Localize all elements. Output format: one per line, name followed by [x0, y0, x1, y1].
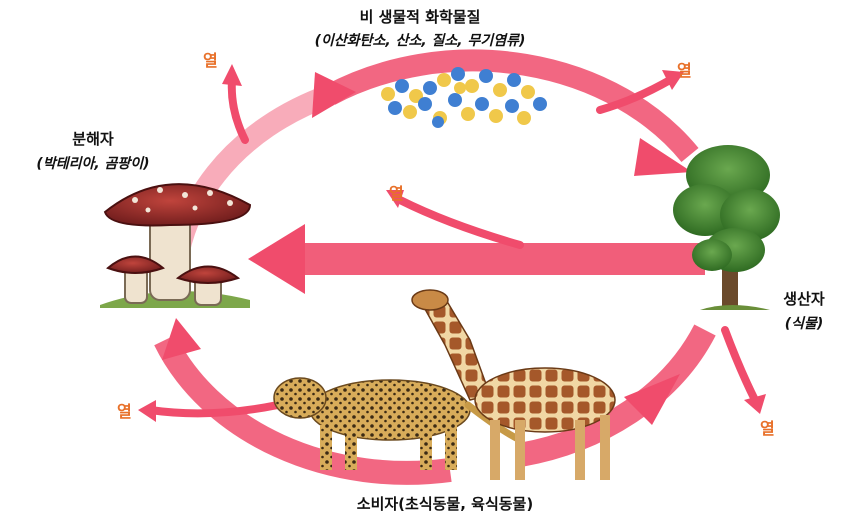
producer-title: 생산자	[783, 290, 824, 308]
consumer-label: 소비자(초식동물, 육식동물)	[310, 493, 580, 514]
producer-label: 생산자 (식물)	[770, 288, 838, 333]
heat-label-top-right: 열	[677, 57, 692, 81]
heat-label-center: 열	[389, 180, 404, 204]
producer-subtitle: (식물)	[770, 313, 838, 333]
heat-label-bottom-right: 열	[760, 415, 775, 439]
giraffe-illustration	[412, 290, 615, 480]
heat-label-top-left: 열	[203, 47, 218, 71]
abiotic-label: 비 생물적 화학물질 (이산화탄소, 산소, 질소, 무기염류)	[300, 6, 540, 50]
decomposer-subtitle: (박테리아, 곰팡이)	[8, 153, 178, 173]
decomposer-title: 분해자	[72, 130, 113, 148]
tree-illustration	[673, 145, 780, 310]
abiotic-subtitle: (이산화탄소, 산소, 질소, 무기염류)	[300, 30, 540, 50]
decomposer-label: 분해자 (박테리아, 곰팡이)	[8, 128, 178, 173]
abiotic-title: 비 생물적 화학물질	[360, 8, 481, 26]
mushroom-illustration	[100, 184, 250, 308]
heat-label-bottom-left: 열	[117, 398, 132, 422]
